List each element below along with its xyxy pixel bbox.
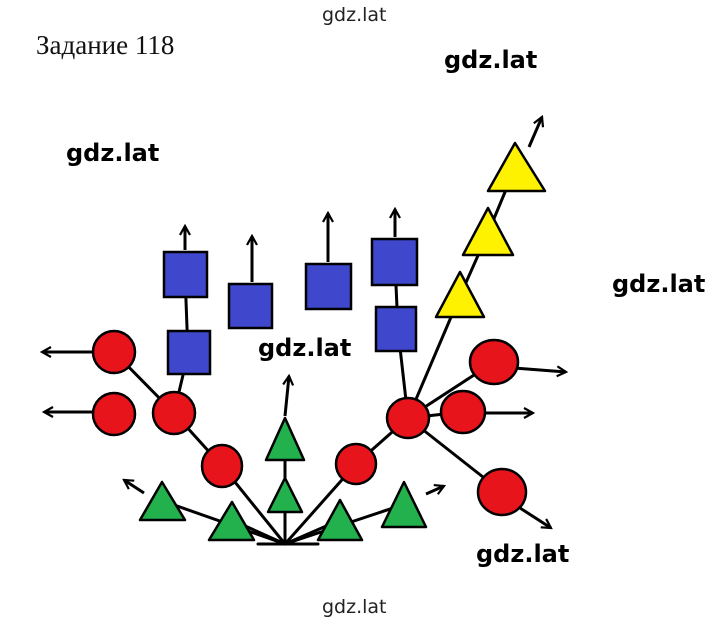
- arrow-right-upper: [513, 368, 566, 372]
- triangle-green-far-right: [380, 480, 428, 529]
- watermark-right: gdz.lat: [612, 270, 706, 298]
- arrow-left-triangle: [124, 478, 145, 495]
- triangle-green-center-top: [264, 416, 306, 462]
- square-left-bottom: [166, 329, 212, 376]
- watermark-lower-right: gdz.lat: [476, 540, 570, 568]
- circle-left-lower: [91, 391, 137, 437]
- arrow-lines: [42, 117, 566, 530]
- circle-left-upper: [91, 329, 137, 375]
- circle-left-branch: [151, 390, 197, 436]
- circle-right-lower: [476, 467, 528, 517]
- triangle-yellow-top: [486, 141, 547, 193]
- triangle-yellow-bottom: [434, 270, 486, 319]
- watermark-bottom: gdz.lat: [322, 596, 387, 618]
- square-center-right: [304, 262, 353, 311]
- green-triangles: [138, 416, 428, 542]
- circle-right-branch: [385, 396, 431, 440]
- watermark-left: gdz.lat: [66, 139, 160, 167]
- square-right-top: [370, 237, 419, 287]
- watermark-center: gdz.lat: [256, 334, 354, 362]
- triangle-green-right: [316, 498, 364, 542]
- square-right-bottom: [374, 305, 418, 353]
- triangle-yellow-middle: [461, 206, 515, 257]
- circle-right-middle: [439, 389, 487, 435]
- triangle-green-far-left: [138, 480, 187, 522]
- arrow-center-triangle: [285, 376, 289, 417]
- watermark-upper-right: gdz.lat: [444, 46, 538, 74]
- arrow-right-lower: [519, 506, 551, 530]
- arrow-right-triangle: [425, 486, 444, 496]
- circle-right-upper: [468, 338, 520, 386]
- square-left-top: [162, 250, 209, 299]
- triangle-green-left: [207, 500, 256, 542]
- yellow-triangles: [434, 141, 547, 319]
- arrow-yellow: [527, 117, 542, 148]
- task-title: Задание 118: [36, 30, 175, 60]
- circle-left-base: [200, 443, 244, 489]
- square-center-left: [227, 282, 274, 330]
- red-circles: [91, 329, 528, 517]
- circle-right-base: [334, 442, 378, 486]
- triangle-green-center-bottom: [266, 476, 304, 514]
- blue-squares: [162, 237, 419, 376]
- watermark-top: gdz.lat: [322, 4, 387, 26]
